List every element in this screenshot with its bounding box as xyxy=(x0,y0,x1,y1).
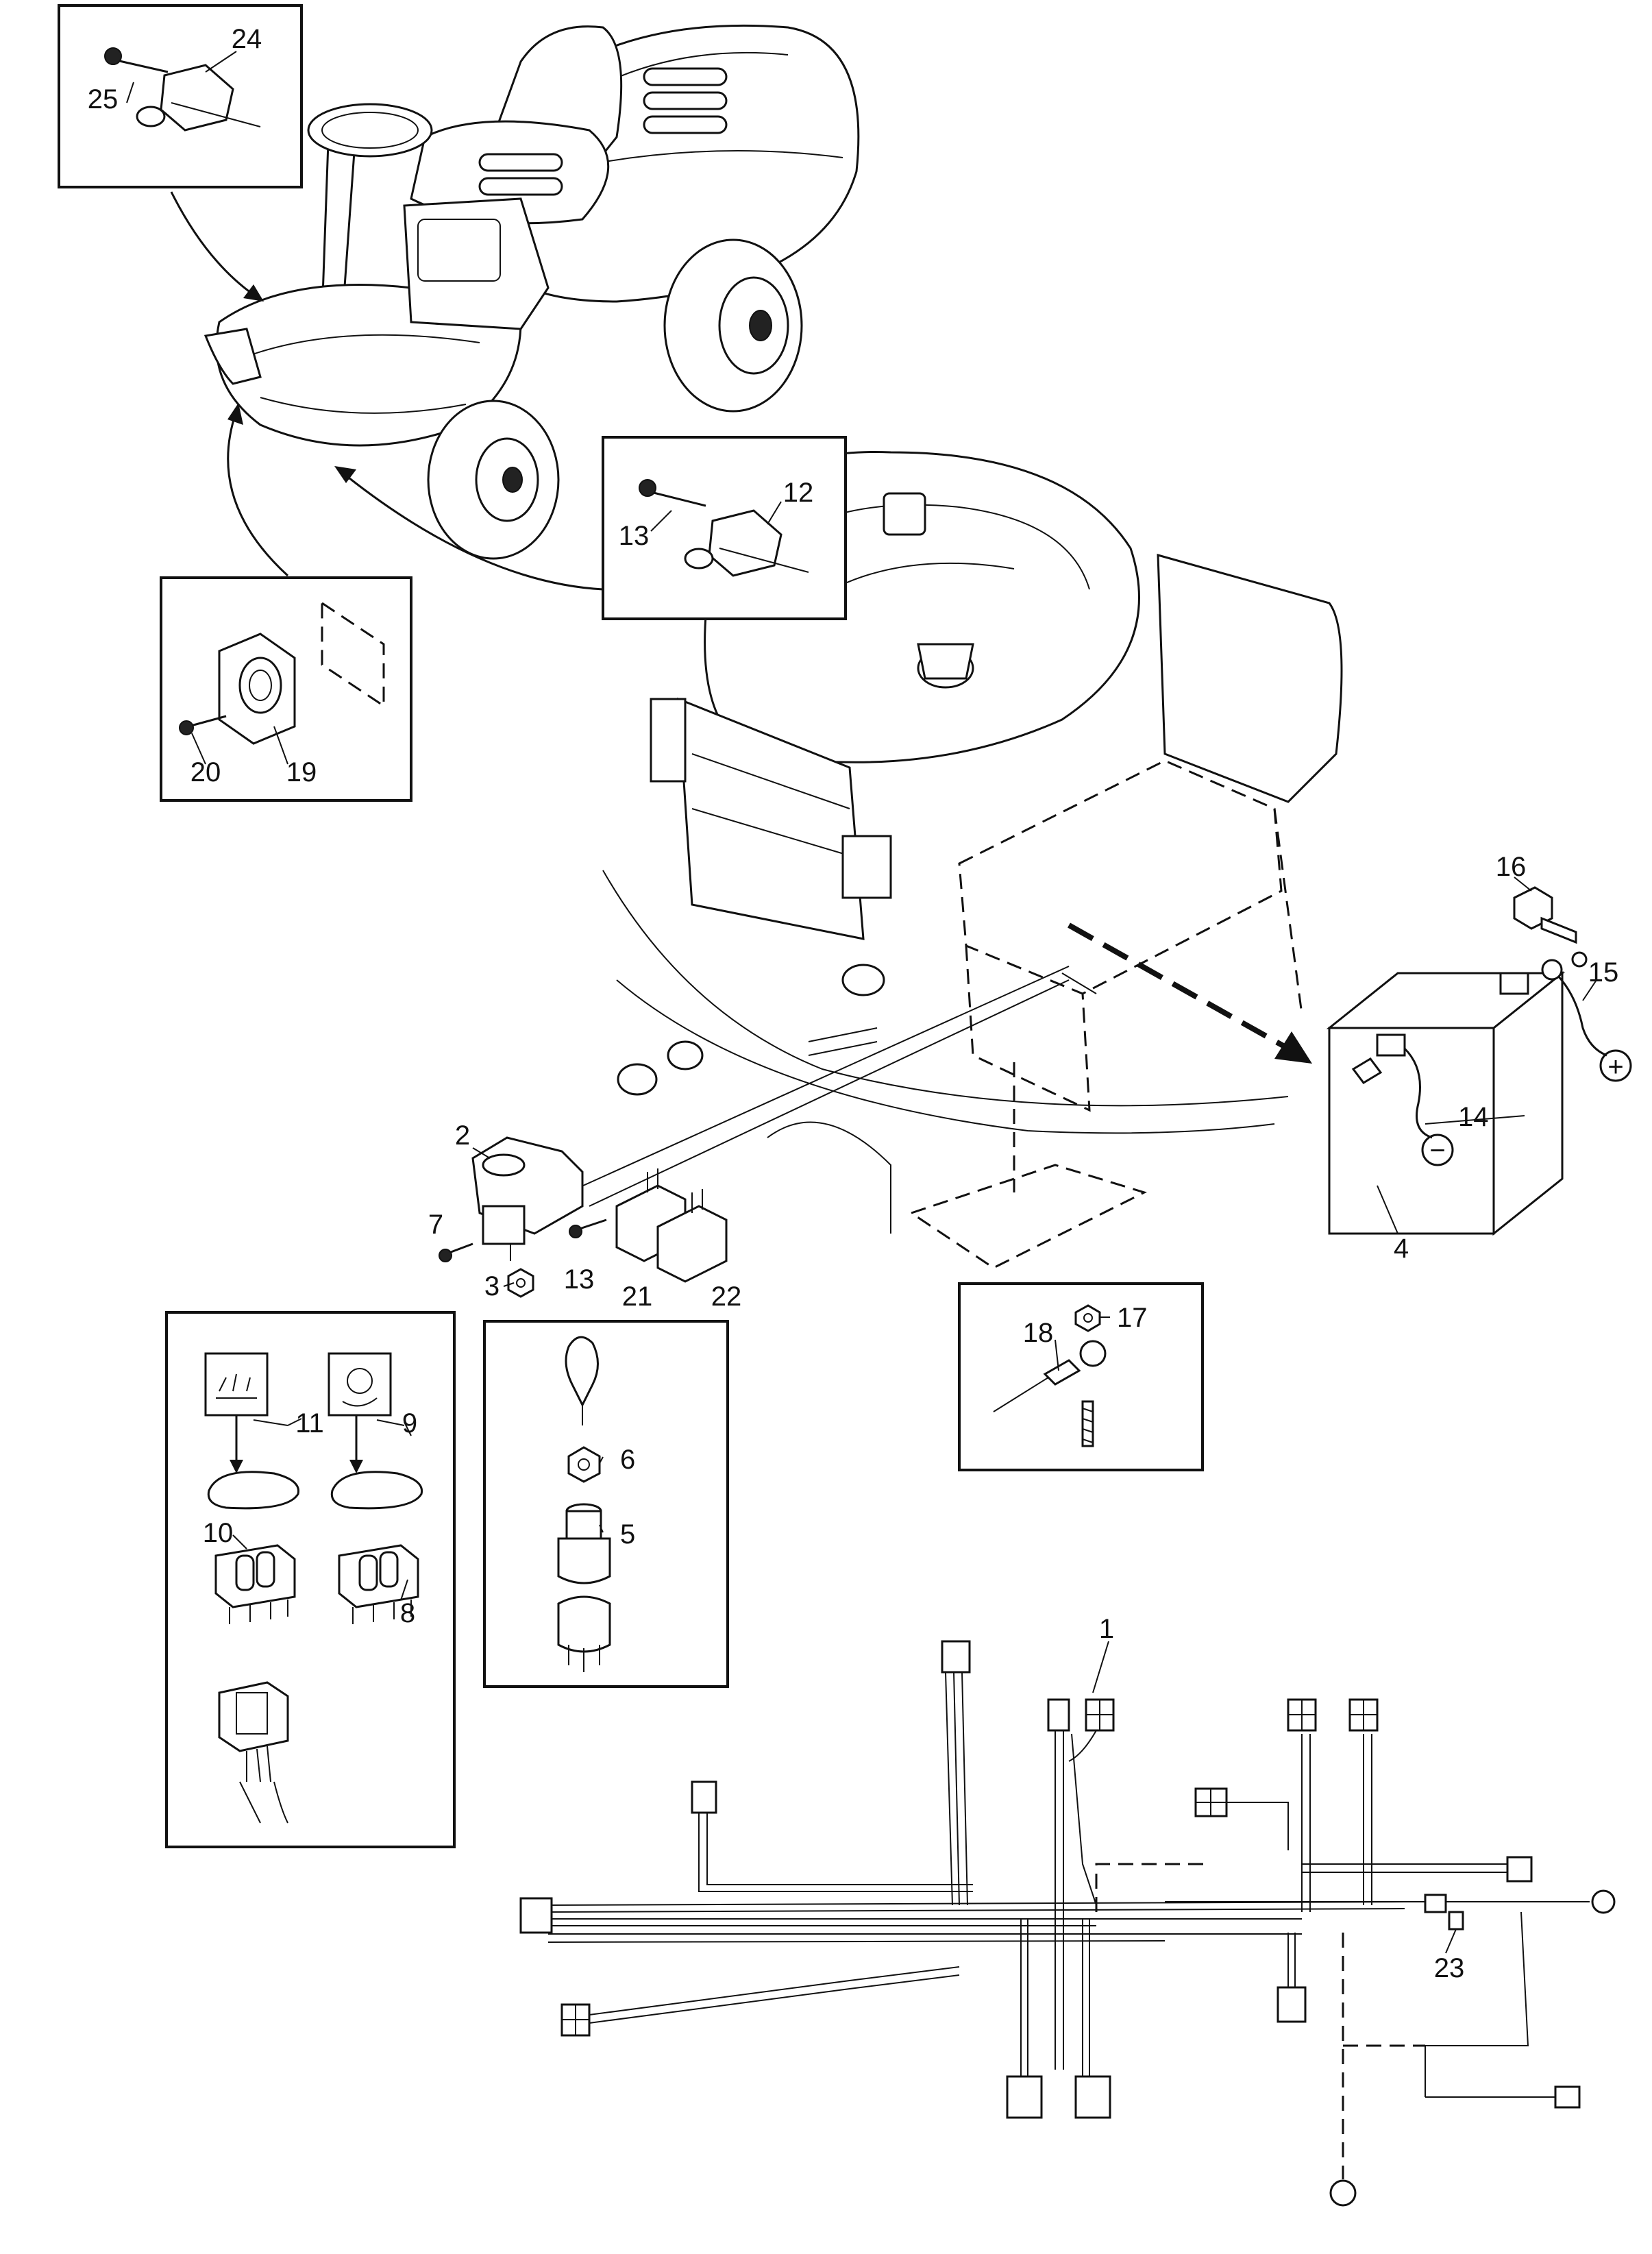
switch-wiring-detail xyxy=(218,1681,289,1824)
label-13b: 13 xyxy=(564,1264,595,1295)
label-11: 11 xyxy=(295,1408,324,1438)
callout-leaders xyxy=(126,51,1597,1954)
label-17: 17 xyxy=(1117,1303,1148,1333)
label-2: 2 xyxy=(455,1120,470,1151)
label-25: 25 xyxy=(88,84,119,114)
nut xyxy=(507,1268,534,1298)
screw-7 xyxy=(439,1242,473,1262)
label-24: 24 xyxy=(232,24,262,54)
ignition-switch xyxy=(557,1503,611,1584)
mower-deck-icon xyxy=(204,1352,269,1473)
label-21: 21 xyxy=(622,1282,653,1312)
inset-ignition-switch xyxy=(483,1320,729,1688)
label-23: 23 xyxy=(1434,1953,1465,1983)
positive-terminal-symbol: + xyxy=(1599,1049,1632,1082)
negative-cable xyxy=(1403,1047,1433,1139)
wiring-harness xyxy=(519,1640,1616,2207)
positive-cable xyxy=(1554,972,1607,1057)
inset-power-socket-19 xyxy=(160,576,412,802)
inset-rocker-switches xyxy=(165,1311,456,1848)
label-5: 5 xyxy=(620,1519,635,1549)
relay-22 xyxy=(656,1189,728,1283)
reverse-mode-icon xyxy=(328,1352,392,1473)
solenoid-bracket xyxy=(471,1136,584,1261)
rocker-cap-9 xyxy=(330,1471,423,1510)
label-10: 10 xyxy=(203,1518,234,1548)
inset-interlock-switch-12 xyxy=(602,436,847,620)
label-15: 15 xyxy=(1588,957,1619,988)
label-18: 18 xyxy=(1023,1318,1054,1348)
ignition-switch-rear xyxy=(557,1595,611,1672)
label-7: 7 xyxy=(428,1210,443,1240)
terminal-cap xyxy=(1513,886,1577,944)
rocker-switch-10 xyxy=(214,1544,296,1624)
label-6: 6 xyxy=(620,1445,635,1475)
battery-placement-arrow xyxy=(1068,922,1312,1064)
inset-pointer-arrows xyxy=(170,191,604,591)
battery xyxy=(1326,970,1566,1236)
ignition-key xyxy=(565,1336,599,1425)
rocker-cap-11 xyxy=(207,1471,300,1510)
label-16: 16 xyxy=(1496,852,1527,882)
label-4: 4 xyxy=(1394,1234,1409,1264)
label-8: 8 xyxy=(400,1598,415,1628)
negative-symbol-text: − xyxy=(1429,1136,1445,1166)
inset-interlock-switch-24 xyxy=(58,4,303,188)
rear-wheel xyxy=(663,238,803,413)
label-1: 1 xyxy=(1099,1614,1114,1644)
label-13a: 13 xyxy=(619,521,650,551)
inset-ground-terminal xyxy=(958,1282,1204,1471)
ignition-nut xyxy=(567,1446,601,1483)
positive-symbol-text: + xyxy=(1607,1052,1623,1082)
label-3: 3 xyxy=(484,1271,500,1301)
label-20: 20 xyxy=(190,757,221,787)
label-22: 22 xyxy=(711,1282,742,1312)
label-19: 19 xyxy=(286,757,317,787)
rocker-switch-8 xyxy=(338,1544,419,1624)
label-9: 9 xyxy=(402,1408,417,1438)
screw-13-lower xyxy=(569,1218,607,1238)
label-12: 12 xyxy=(783,478,814,508)
callout-labels: 1 2 3 4 5 6 7 8 9 10 11 12 13 13 14 15 1… xyxy=(88,24,1619,1983)
riding-mower-illustration xyxy=(204,24,860,560)
label-14: 14 xyxy=(1458,1102,1489,1132)
negative-terminal-symbol: − xyxy=(1421,1134,1454,1166)
front-wheel xyxy=(427,400,560,560)
